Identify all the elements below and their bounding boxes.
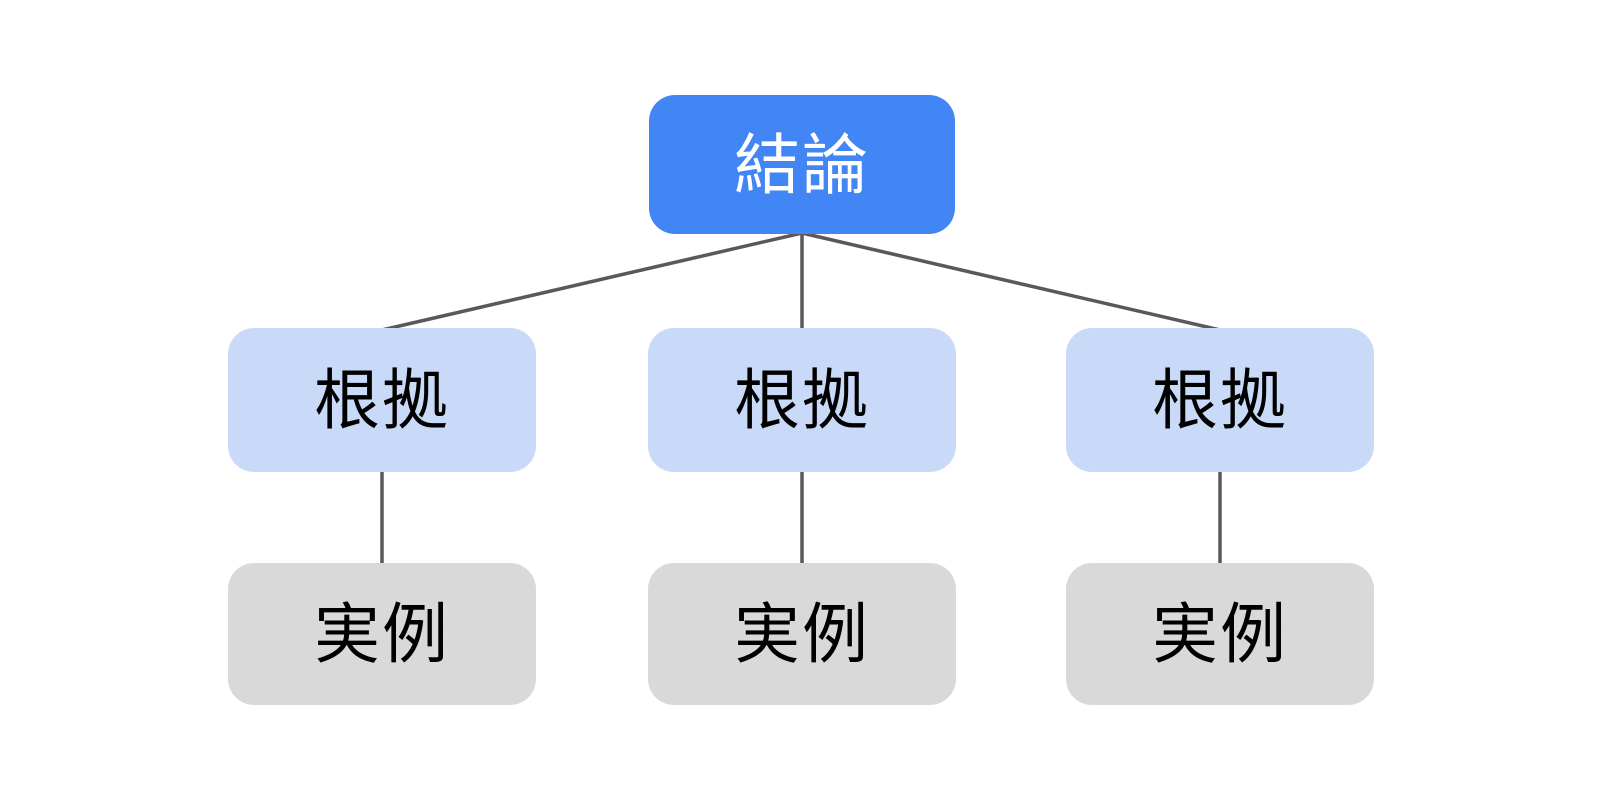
node-example-2-label: 実例 (734, 597, 870, 671)
node-evidence-3-label: 根拠 (1152, 363, 1288, 437)
node-example-3: 実例 (1066, 563, 1374, 705)
node-evidence-2-label: 根拠 (734, 363, 870, 437)
node-evidence-3: 根拠 (1066, 328, 1374, 472)
node-example-1: 実例 (228, 563, 536, 705)
node-conclusion: 結論 (649, 95, 955, 234)
connector-conclusion-evidence-3 (800, 231, 1222, 332)
node-evidence-2: 根拠 (648, 328, 956, 472)
node-example-3-label: 実例 (1152, 597, 1288, 671)
node-evidence-1: 根拠 (228, 328, 536, 472)
node-example-2: 実例 (648, 563, 956, 705)
connector-conclusion-evidence-1 (380, 231, 804, 332)
node-conclusion-label: 結論 (734, 127, 870, 202)
node-example-1-label: 実例 (314, 597, 450, 671)
node-evidence-1-label: 根拠 (314, 363, 450, 437)
